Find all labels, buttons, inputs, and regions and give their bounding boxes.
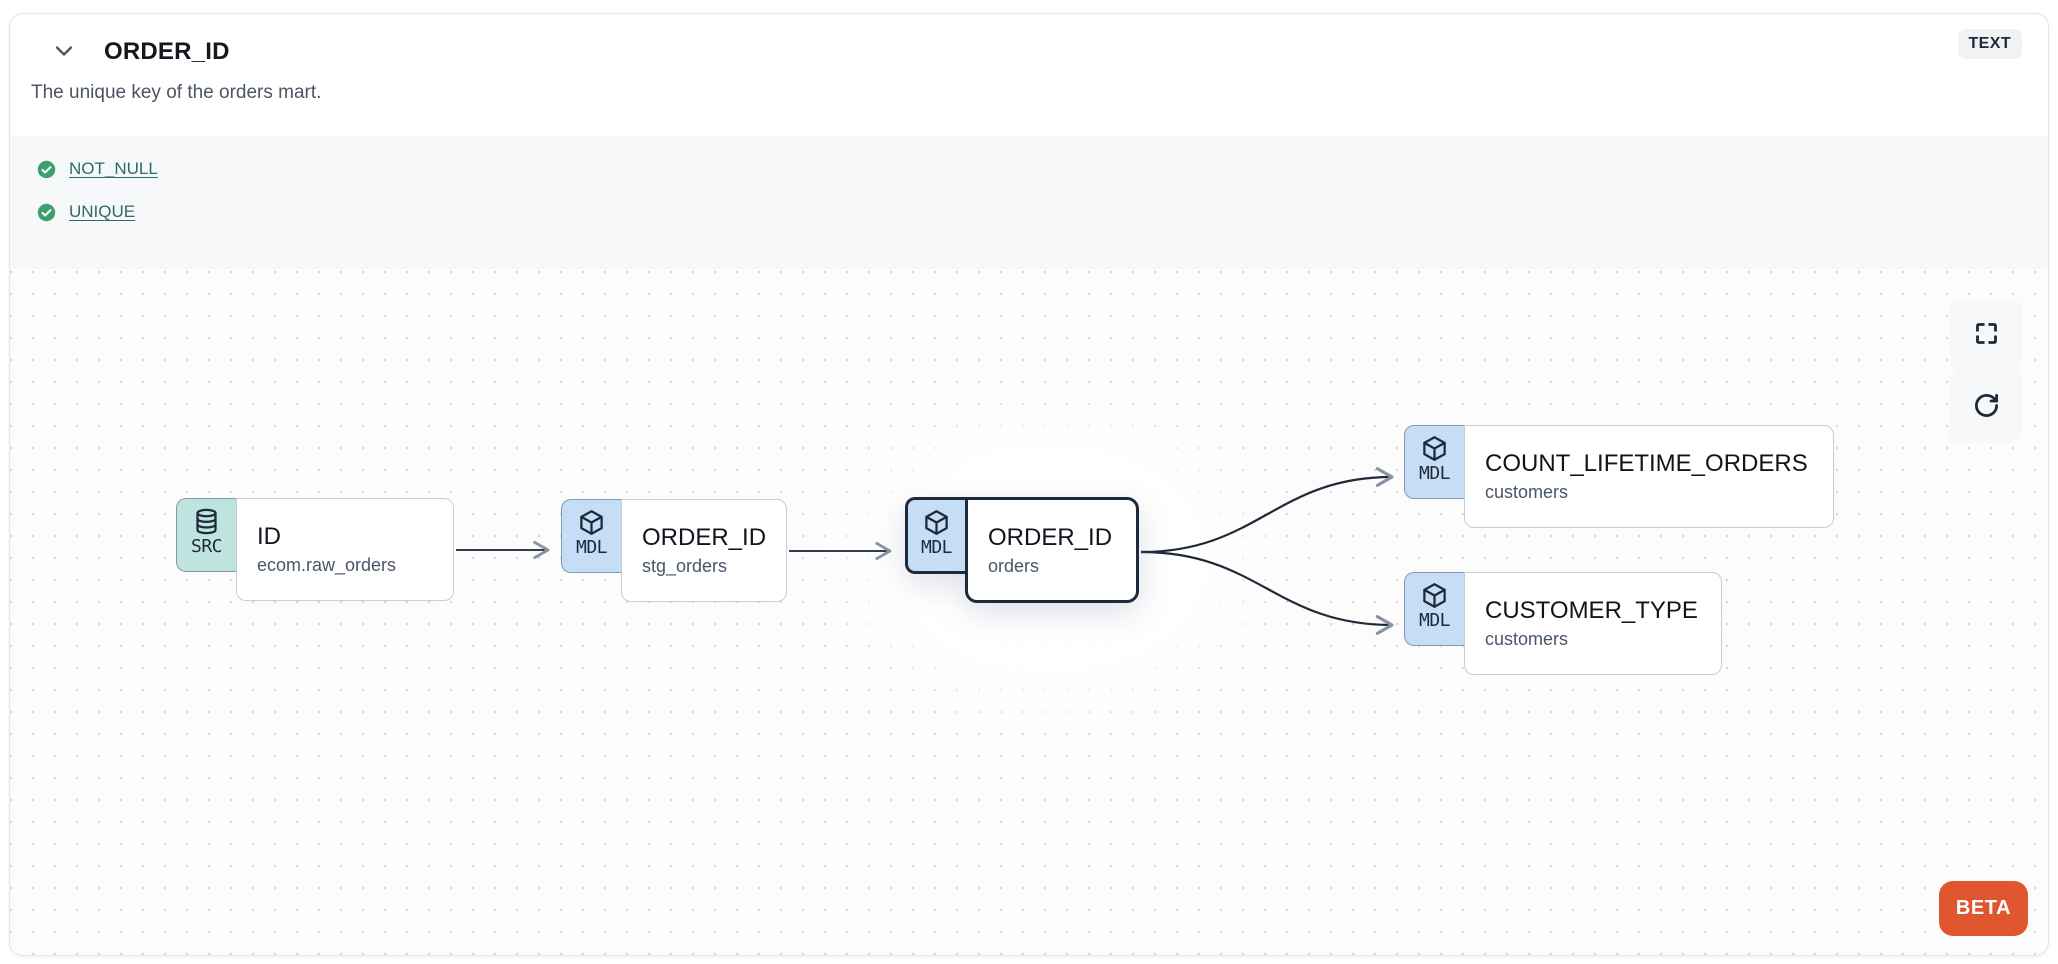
node-title: ORDER_ID — [988, 523, 1113, 551]
tests-section: NOT_NULL UNIQUE — [10, 136, 2048, 269]
test-link[interactable]: NOT_NULL — [69, 159, 158, 178]
lineage-node-customer-type-customers[interactable]: MDL CUSTOMER_TYPE customers — [1404, 572, 1722, 675]
node-title: ID — [257, 523, 281, 550]
node-badge: MDL — [1404, 572, 1464, 646]
node-badge: SRC — [176, 498, 236, 572]
node-title: CUSTOMER_TYPE — [1485, 597, 1698, 624]
fullscreen-button[interactable] — [1950, 299, 2022, 371]
check-circle-icon — [37, 203, 56, 222]
beta-badge: BETA — [1939, 881, 2028, 936]
node-subtitle: ecom.raw_orders — [257, 555, 397, 575]
node-title: ORDER_ID — [642, 524, 767, 551]
node-subtitle: stg_orders — [642, 556, 728, 576]
node-subtitle: customers — [1485, 629, 1569, 649]
refresh-button[interactable] — [1950, 371, 2022, 443]
fullscreen-icon — [1973, 320, 2000, 350]
cube-icon — [923, 509, 950, 536]
title-row: ORDER_ID — [10, 14, 2048, 66]
node-body: ORDER_ID orders — [965, 497, 1139, 603]
node-badge-label: MDL — [920, 537, 953, 558]
node-title: COUNT_LIFETIME_ORDERS — [1485, 450, 1808, 477]
lineage-node-count-lifetime-orders-customers[interactable]: MDL COUNT_LIFETIME_ORDERS customers — [1404, 425, 1834, 528]
database-icon — [193, 508, 220, 535]
lineage-canvas[interactable]: SRC ID ecom.raw_orders MDL ORDER_ID stg_… — [10, 269, 2048, 955]
node-subtitle: customers — [1485, 482, 1569, 502]
column-description: The unique key of the orders mart. — [31, 82, 322, 103]
collapse-chevron-button[interactable] — [50, 40, 78, 64]
lineage-edges — [456, 467, 1394, 635]
edge-orders-to-count-lifetime-orders — [1140, 467, 1394, 554]
lineage-node-id-ecom-raw-orders[interactable]: SRC ID ecom.raw_orders — [176, 498, 454, 601]
refresh-icon — [1973, 392, 2000, 422]
node-badge: MDL — [561, 499, 621, 573]
test-link[interactable]: UNIQUE — [69, 202, 136, 221]
test-item: NOT_NULL — [37, 157, 2048, 181]
page-title: ORDER_ID — [104, 38, 230, 65]
node-subtitle: orders — [988, 555, 1040, 576]
column-details-card: ORDER_ID TEXT The unique key of the orde… — [9, 13, 2049, 956]
node-badge-label: SRC — [190, 536, 223, 557]
cube-icon — [1421, 435, 1448, 462]
column-type-badge: TEXT — [1957, 29, 2022, 59]
node-badge-label: MDL — [575, 537, 608, 558]
chevron-down-icon — [52, 39, 76, 66]
node-body: ID ecom.raw_orders — [236, 498, 454, 601]
node-badge: MDL — [1404, 425, 1464, 499]
lineage-node-order-id-stg-orders[interactable]: MDL ORDER_ID stg_orders — [561, 499, 787, 602]
node-badge-label: MDL — [1418, 463, 1451, 484]
node-body: ORDER_ID stg_orders — [621, 499, 787, 602]
lineage-node-order-id-orders-selected[interactable]: MDL ORDER_ID orders — [905, 497, 1139, 603]
cube-icon — [1421, 582, 1448, 609]
node-body: COUNT_LIFETIME_ORDERS customers — [1464, 425, 1834, 528]
canvas-controls — [1950, 299, 2022, 443]
check-circle-icon — [37, 160, 56, 179]
node-badge-label: MDL — [1418, 610, 1451, 631]
node-body: CUSTOMER_TYPE customers — [1464, 572, 1722, 675]
column-header: ORDER_ID TEXT The unique key of the orde… — [10, 14, 2048, 136]
node-badge: MDL — [905, 497, 965, 574]
cube-icon — [578, 509, 605, 536]
edge-orders-to-customer-type — [1140, 550, 1394, 635]
test-item: UNIQUE — [37, 200, 2048, 224]
